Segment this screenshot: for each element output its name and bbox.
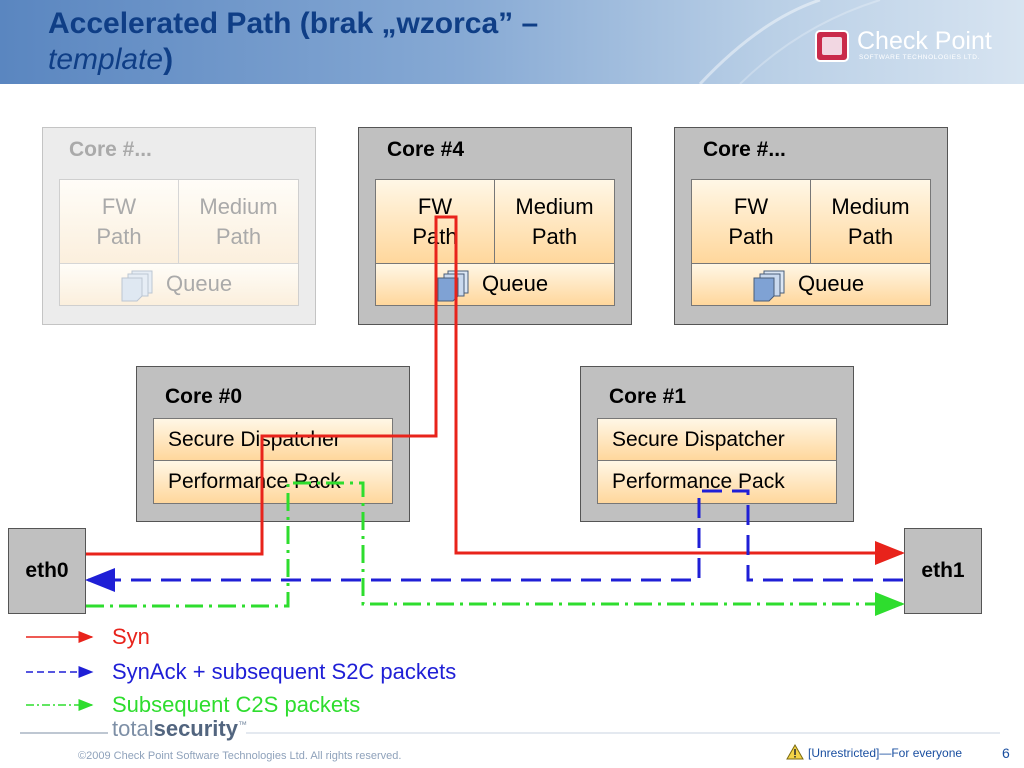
queue-icon xyxy=(437,270,469,302)
queue-icon xyxy=(753,270,785,302)
logo-subtitle: SOFTWARE TECHNOLOGIES LTD. xyxy=(859,54,980,61)
header-decoration xyxy=(698,0,881,84)
slide-header: Accelerated Path (brak „wzorca” – templa… xyxy=(0,0,1024,84)
title-main: Accelerated Path (brak „wzorca” – xyxy=(48,7,539,40)
core-4: Core #4 FW Path Medium Path Queue xyxy=(358,127,632,325)
core-1: Core #1 Secure Dispatcher Performance Pa… xyxy=(580,366,854,522)
core-1-stack: Secure Dispatcher Performance Pack xyxy=(597,418,837,504)
warning-icon xyxy=(786,744,804,760)
core-left-faded: Core #... FW Path Medium Path Queue xyxy=(42,127,316,325)
brand-light: total xyxy=(112,716,154,741)
core-1-title: Core #1 xyxy=(609,385,687,408)
synack-flow-line xyxy=(85,489,903,592)
core-left-title: Core #... xyxy=(69,138,152,161)
eth1-interface: eth1 xyxy=(904,528,982,614)
secure-dispatcher-cell: Secure Dispatcher xyxy=(598,419,836,461)
classification-label: [Unrestricted]—For everyone xyxy=(808,746,963,760)
fw-path-cell: FW Path xyxy=(692,180,811,264)
copyright-text: ©2009 Check Point Software Technologies … xyxy=(78,750,402,762)
secure-dispatcher-cell: Secure Dispatcher xyxy=(154,419,392,461)
title-close: ) xyxy=(163,43,174,76)
checkpoint-logo-icon xyxy=(815,30,849,62)
queue-label: Queue xyxy=(482,271,549,296)
fw-path-cell: FW Path xyxy=(60,180,179,264)
queue-label: Queue xyxy=(166,271,233,296)
queue-cell: Queue xyxy=(376,264,614,305)
brand-bold: security xyxy=(153,716,238,741)
totalsecurity-brand: totalsecurity™ xyxy=(112,716,247,742)
medium-path-cell: Medium Path xyxy=(179,180,298,264)
legend-syn-label: Syn xyxy=(112,624,150,649)
syn-flow-line xyxy=(86,215,905,565)
core-0: Core #0 Secure Dispatcher Performance Pa… xyxy=(136,366,410,522)
c2s-flow-line xyxy=(86,481,905,616)
performance-pack-cell: Performance Pack xyxy=(598,461,836,503)
title-italic: template xyxy=(48,43,164,76)
logo-name: Check Point xyxy=(857,27,992,55)
core-4-title: Core #4 xyxy=(387,138,465,161)
core-right-paths: FW Path Medium Path Queue xyxy=(691,179,931,306)
medium-path-cell: Medium Path xyxy=(811,180,930,264)
queue-cell: Queue xyxy=(692,264,930,305)
queue-icon xyxy=(121,270,153,302)
core-right: Core #... FW Path Medium Path Queue xyxy=(674,127,948,325)
slide-title: Accelerated Path (brak „wzorca” – templa… xyxy=(48,6,538,78)
core-left-paths: FW Path Medium Path Queue xyxy=(59,179,299,306)
core-0-title: Core #0 xyxy=(165,385,243,408)
page-number: 6 xyxy=(1002,745,1010,761)
legend-synack-label: SynAck + subsequent S2C packets xyxy=(112,659,457,684)
eth0-interface: eth0 xyxy=(8,528,86,614)
legend-c2s-label: Subsequent C2S packets xyxy=(112,692,361,717)
checkpoint-logo: Check Point SOFTWARE TECHNOLOGIES LTD. xyxy=(815,27,1015,66)
medium-path-cell: Medium Path xyxy=(495,180,614,264)
brand-tm: ™ xyxy=(237,719,247,730)
queue-label: Queue xyxy=(798,271,865,296)
queue-cell: Queue xyxy=(60,264,298,305)
core-4-paths: FW Path Medium Path Queue xyxy=(375,179,615,306)
core-right-title: Core #... xyxy=(703,138,786,161)
